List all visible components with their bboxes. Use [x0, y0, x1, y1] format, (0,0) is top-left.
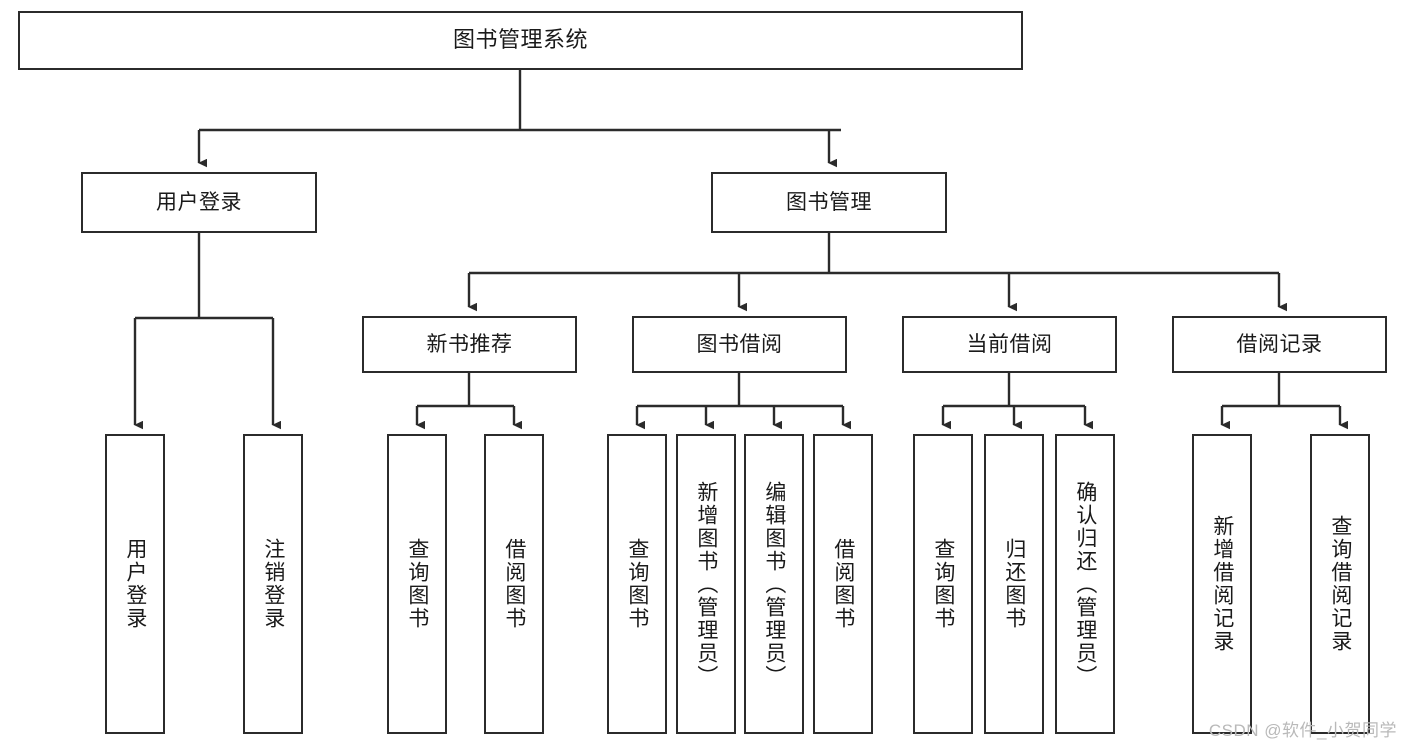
node-leaf-add-record[interactable]: 新增借阅记录 [1192, 434, 1252, 734]
node-book-borrow[interactable]: 图书借阅 [632, 316, 847, 373]
node-leaf-borrow-book-label: 借阅图书 [831, 538, 855, 630]
node-leaf-return-book[interactable]: 归还图书 [984, 434, 1044, 734]
node-root-label: 图书管理系统 [452, 27, 588, 53]
node-leaf-return-book-label: 归还图书 [1002, 538, 1026, 630]
node-book-borrow-label: 图书借阅 [696, 332, 783, 356]
node-leaf-query-record[interactable]: 查询借阅记录 [1310, 434, 1370, 734]
node-new-book-recommend-label: 新书推荐 [426, 332, 513, 356]
node-root[interactable]: 图书管理系统 [18, 11, 1023, 70]
node-leaf-user-login[interactable]: 用户登录 [105, 434, 165, 734]
node-current-borrow-label: 当前借阅 [966, 332, 1053, 356]
node-leaf-query-book-rec[interactable]: 查询图书 [387, 434, 447, 734]
node-borrow-record-label: 借阅记录 [1236, 332, 1323, 356]
node-leaf-query-book-rec-label: 查询图书 [405, 538, 429, 630]
node-current-borrow[interactable]: 当前借阅 [902, 316, 1117, 373]
node-borrow-record[interactable]: 借阅记录 [1172, 316, 1387, 373]
node-user-login-label: 用户登录 [156, 190, 242, 214]
node-new-book-recommend[interactable]: 新书推荐 [362, 316, 577, 373]
node-leaf-add-book-label: 新增图书（管理员） [694, 480, 718, 688]
node-leaf-logout[interactable]: 注销登录 [243, 434, 303, 734]
node-leaf-edit-book-label: 编辑图书（管理员） [762, 480, 786, 688]
node-leaf-query-book-borrow-label: 查询图书 [625, 538, 649, 630]
node-leaf-query-book-cur-label: 查询图书 [931, 538, 955, 630]
node-book-manage-label: 图书管理 [786, 190, 872, 214]
node-leaf-query-record-label: 查询借阅记录 [1328, 515, 1352, 653]
node-leaf-confirm-return-label: 确认归还（管理员） [1073, 480, 1097, 688]
node-user-login[interactable]: 用户登录 [81, 172, 317, 233]
node-leaf-add-record-label: 新增借阅记录 [1210, 515, 1234, 653]
csdn-watermark: CSDN @软件_小贺同学 [1208, 721, 1397, 740]
node-leaf-confirm-return[interactable]: 确认归还（管理员） [1055, 434, 1115, 734]
node-leaf-logout-label: 注销登录 [261, 538, 285, 630]
node-leaf-user-login-label: 用户登录 [123, 538, 147, 630]
node-leaf-query-book-cur[interactable]: 查询图书 [913, 434, 973, 734]
node-leaf-borrow-book-rec[interactable]: 借阅图书 [484, 434, 544, 734]
node-leaf-query-book-borrow[interactable]: 查询图书 [607, 434, 667, 734]
node-leaf-borrow-book[interactable]: 借阅图书 [813, 434, 873, 734]
node-leaf-add-book[interactable]: 新增图书（管理员） [676, 434, 736, 734]
node-book-manage[interactable]: 图书管理 [711, 172, 947, 233]
node-leaf-edit-book[interactable]: 编辑图书（管理员） [744, 434, 804, 734]
node-leaf-borrow-book-rec-label: 借阅图书 [502, 538, 526, 630]
